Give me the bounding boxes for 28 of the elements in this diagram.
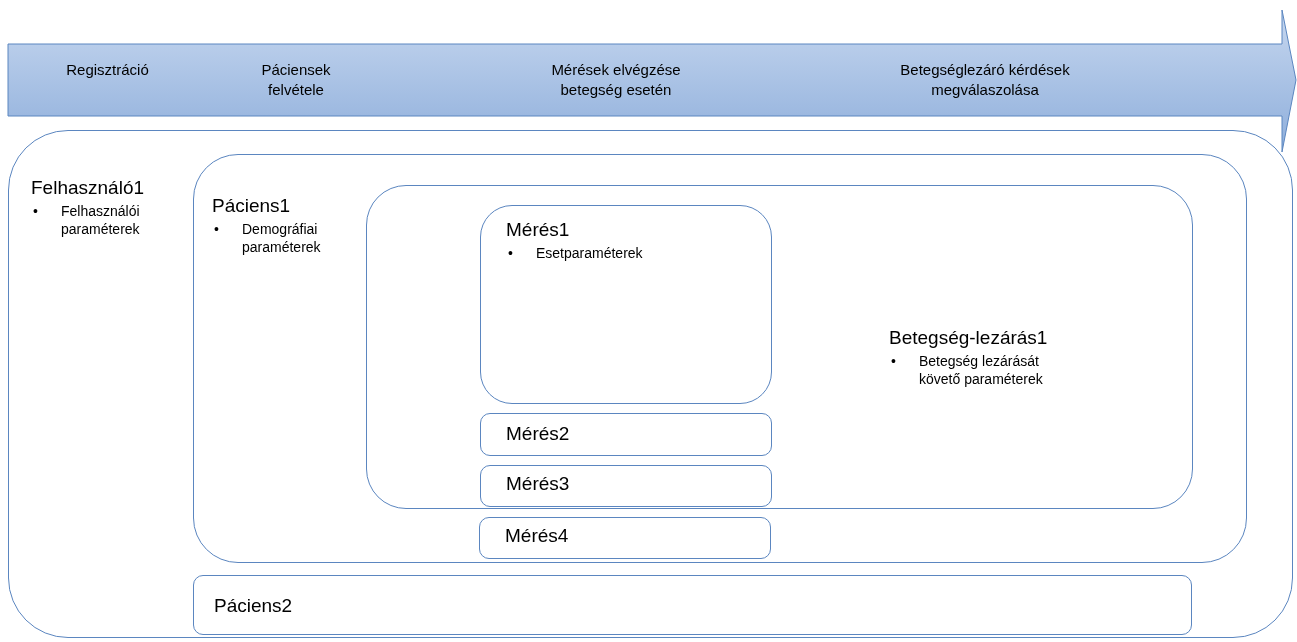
bullet: •	[32, 201, 39, 221]
bullet-item: Demográfiai paraméterek	[242, 219, 322, 257]
box-title: Felhasználó1	[31, 176, 146, 200]
box-title: Mérés2	[506, 422, 570, 446]
bullet-item: Esetparaméterek	[536, 243, 643, 262]
box-title: Betegség-lezárás1	[889, 326, 1049, 350]
stage-label: Páciensek felvétele	[260, 60, 332, 99]
box-title: Mérés3	[506, 472, 570, 496]
stage-label: Regisztráció	[65, 60, 150, 80]
rounded-box	[480, 205, 772, 404]
rounded-box	[8, 130, 1293, 638]
bullet: •	[213, 219, 220, 239]
rounded-box	[480, 465, 772, 507]
box-title: Páciens2	[214, 594, 293, 618]
rounded-box	[480, 413, 772, 456]
rounded-box	[366, 185, 1193, 509]
bullet-item: Betegség lezárását követő paraméterek	[919, 351, 1044, 389]
box-title: Mérés1	[506, 218, 571, 242]
box-title: Páciens1	[212, 194, 292, 218]
bullet-item: Felhasználói paraméterek	[61, 201, 141, 239]
rounded-box	[193, 575, 1192, 635]
bullet: •	[890, 351, 897, 371]
bullet: •	[507, 243, 514, 262]
stage-label: Betegséglezáró kérdések megválaszolása	[899, 60, 1071, 99]
rounded-box	[479, 517, 771, 559]
box-title: Mérés4	[505, 524, 569, 548]
stage-label: Mérések elvégzése betegség esetén	[550, 60, 682, 99]
rounded-box	[193, 154, 1247, 563]
